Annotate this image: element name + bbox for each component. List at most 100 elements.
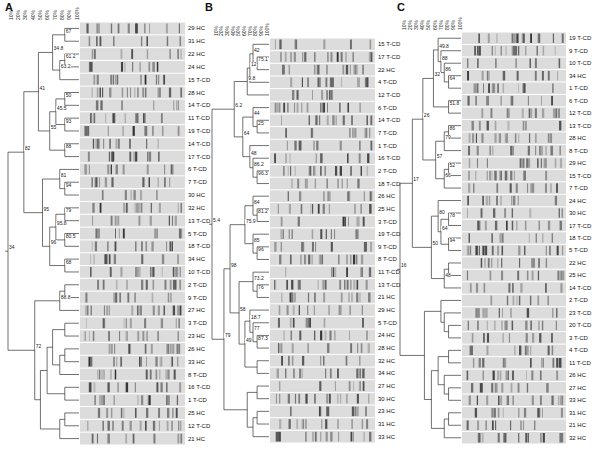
- gel-band: [545, 171, 547, 180]
- gel-band: [140, 190, 142, 200]
- gel-band: [530, 183, 532, 192]
- gel-band: [367, 115, 368, 125]
- gel-band: [130, 421, 132, 431]
- tree-branch: [64, 387, 65, 400]
- gel-band: [108, 421, 110, 431]
- gel-lane: [270, 292, 375, 304]
- gel-band: [355, 65, 357, 75]
- tree-branch: [250, 53, 253, 54]
- gel-lane: [80, 23, 185, 35]
- gel-band: [295, 394, 296, 404]
- gel-band: [350, 255, 352, 265]
- gel-band: [353, 52, 354, 62]
- gel-band: [314, 394, 316, 404]
- gel-band: [177, 395, 178, 405]
- gel-band: [365, 242, 367, 252]
- gel-band: [141, 395, 143, 405]
- gel-band: [512, 396, 513, 405]
- gel-band: [496, 34, 497, 43]
- gel-band: [164, 280, 166, 290]
- gel-band: [360, 381, 361, 391]
- gel-band: [307, 103, 309, 113]
- gel-band: [330, 52, 332, 62]
- gel-band: [510, 171, 512, 180]
- gel-band: [323, 293, 325, 303]
- tree-branch: [23, 92, 24, 213]
- gel-lane: [80, 369, 185, 381]
- gel-band: [558, 108, 560, 117]
- gel-band: [97, 139, 99, 149]
- tree-branch: [60, 291, 65, 292]
- gel-band: [338, 255, 340, 265]
- gel-band: [317, 65, 318, 75]
- tree-branch: [441, 244, 449, 245]
- gel-lane: [270, 304, 375, 316]
- sample-label: 33 HC: [378, 434, 395, 440]
- gel-band: [180, 421, 181, 431]
- gel-band: [290, 255, 292, 265]
- tree-branch: [435, 141, 436, 178]
- gel-lane: [462, 120, 566, 131]
- gel-band: [331, 229, 332, 239]
- sample-label: 10 T-CD: [569, 60, 591, 66]
- gel-band: [304, 52, 306, 62]
- tree-branch: [244, 206, 245, 244]
- tree-branch: [234, 82, 235, 137]
- gel-band: [476, 83, 478, 92]
- gel-band: [326, 394, 327, 404]
- gel-band: [158, 75, 159, 85]
- gel-band: [180, 306, 182, 316]
- gel-band: [325, 369, 326, 379]
- gel-band: [513, 46, 515, 55]
- gel-band: [144, 318, 146, 328]
- gel-band: [106, 254, 108, 264]
- gel-band: [339, 280, 341, 290]
- gel-band: [274, 280, 275, 290]
- gel-band: [369, 432, 371, 442]
- gel-band: [513, 296, 515, 305]
- sample-label: 3 T-CD: [378, 219, 397, 225]
- gel-band: [167, 408, 169, 418]
- gel-band: [87, 421, 89, 431]
- gel-band: [492, 146, 493, 155]
- tree-branch: [438, 61, 441, 62]
- gel-band: [134, 203, 135, 213]
- gel-band: [166, 382, 167, 392]
- gel-band: [145, 421, 147, 431]
- gel-band: [474, 83, 476, 92]
- tree-branch: [257, 398, 269, 399]
- gel-band: [505, 321, 507, 330]
- gel-band: [146, 357, 148, 367]
- gel-lane: [80, 35, 185, 47]
- gel-band: [287, 103, 289, 113]
- gel-band: [468, 246, 470, 255]
- gel-band: [313, 305, 315, 315]
- similarity-value: 17: [413, 177, 420, 182]
- gel-band: [479, 246, 480, 255]
- gel-band: [479, 433, 481, 442]
- tree-branch: [412, 247, 431, 248]
- gel-band: [541, 146, 543, 155]
- tree-branch: [230, 225, 231, 313]
- tree-branch: [441, 219, 449, 220]
- tree-branch: [257, 373, 269, 374]
- gel-band: [111, 24, 112, 34]
- gel-band: [118, 24, 120, 34]
- gel-band: [290, 166, 292, 176]
- tree-branch: [242, 117, 243, 157]
- similarity-value: 73.2: [254, 276, 265, 281]
- gel-band: [138, 216, 140, 226]
- gel-band: [346, 267, 348, 277]
- gel-band: [495, 221, 497, 230]
- gel-band: [337, 369, 339, 379]
- tree-branch: [50, 111, 56, 112]
- gel-band: [354, 128, 356, 138]
- gel-band: [144, 24, 146, 34]
- scale-tick: 10%: [402, 20, 407, 30]
- gel-band: [555, 158, 557, 167]
- gel-band: [549, 221, 550, 230]
- gel-band: [177, 203, 179, 213]
- gel-band: [364, 242, 366, 252]
- gel-band: [308, 293, 309, 303]
- tree-branch: [253, 234, 269, 235]
